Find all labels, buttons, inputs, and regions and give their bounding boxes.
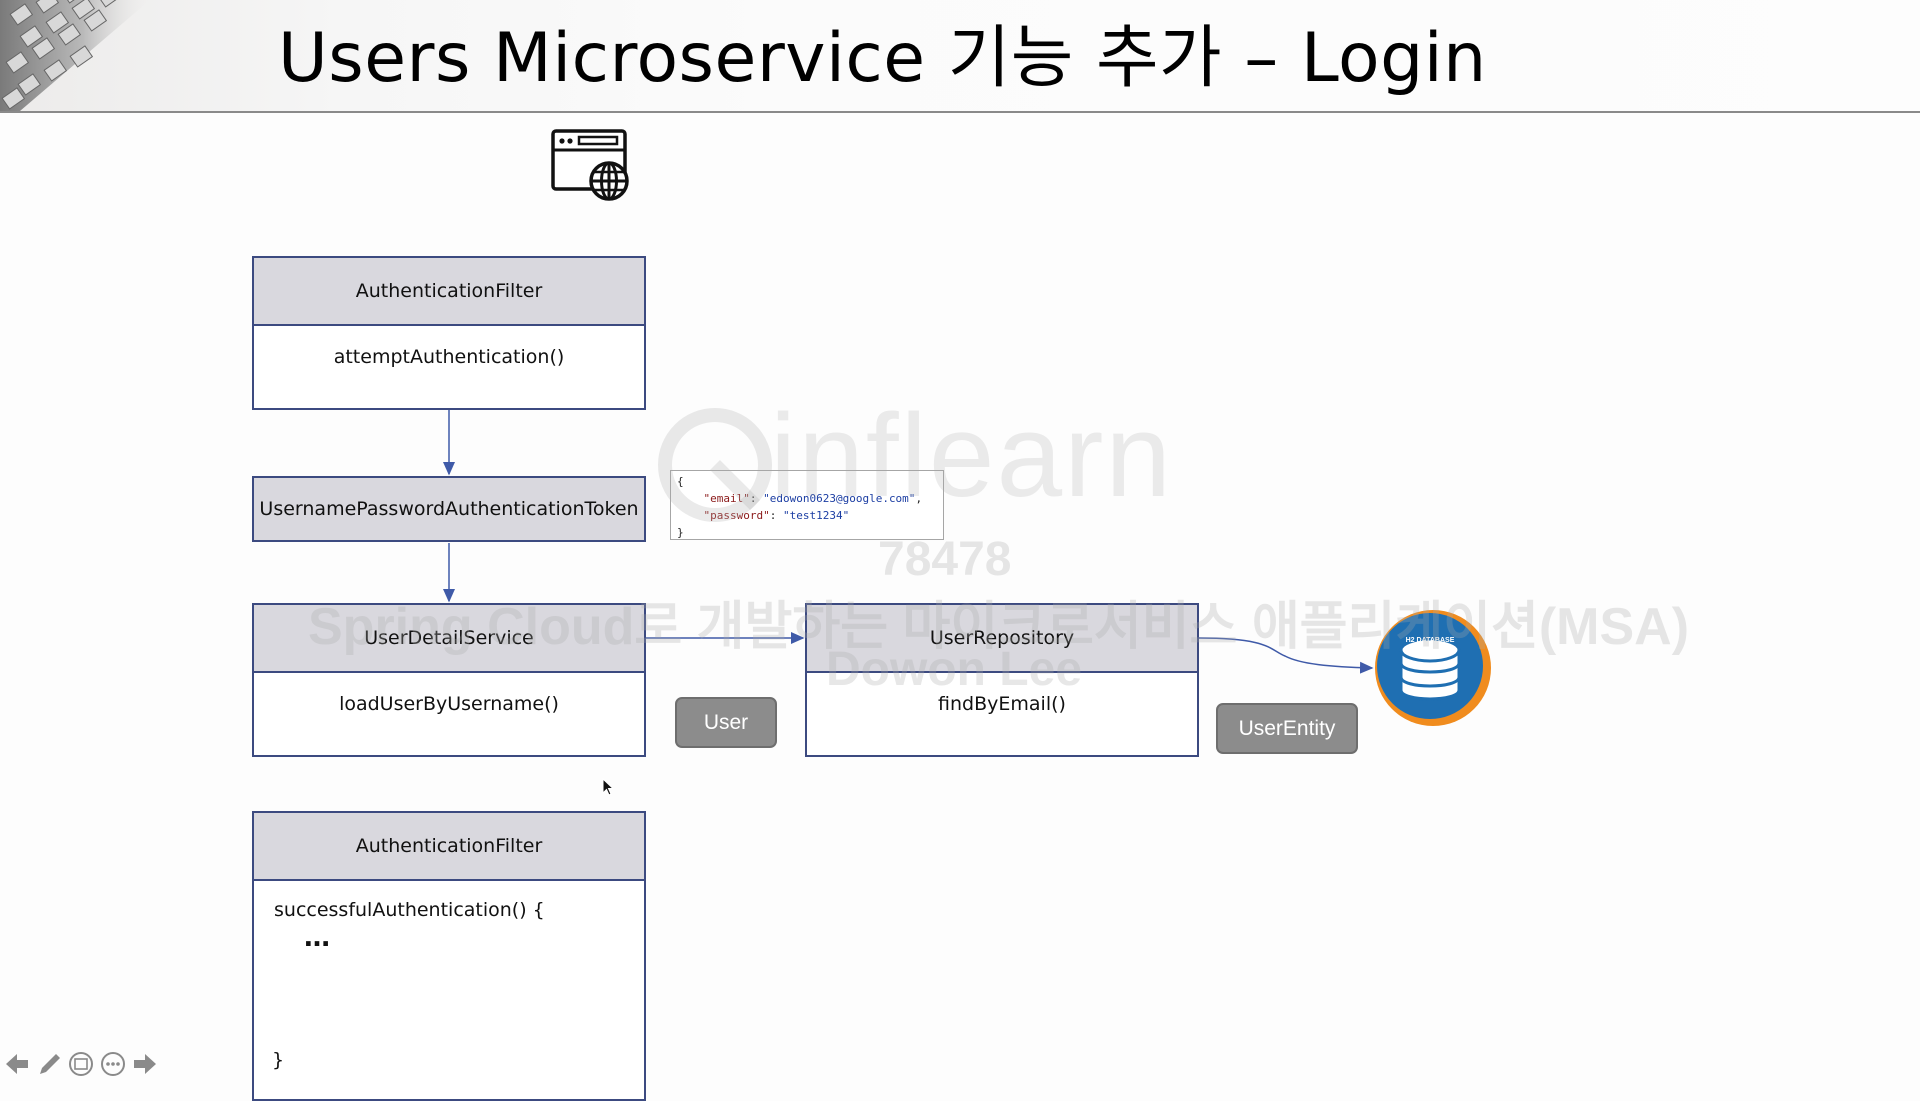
arrow-left-icon[interactable] — [4, 1052, 30, 1076]
mouse-pointer-icon — [602, 778, 614, 796]
class-method-body: successfulAuthentication() { … } — [254, 881, 644, 1101]
user-label: User — [675, 697, 777, 748]
class-method: successfulAuthentication() { — [274, 899, 545, 921]
database-icon: H2 DATABASE — [1375, 610, 1491, 726]
class-box-user-detail-service: UserDetailService loadUserByUsername() — [252, 603, 646, 757]
slide-overview-icon[interactable] — [68, 1051, 94, 1077]
class-name: UserRepository — [807, 605, 1197, 673]
class-name: UserDetailService — [254, 605, 644, 673]
database-label: H2 DATABASE — [1406, 637, 1455, 644]
slide-header: Users Microservice 기능 추가 – Login — [0, 0, 1920, 113]
class-method: loadUserByUsername() — [339, 693, 559, 715]
presentation-controls — [4, 1050, 164, 1078]
class-name: AuthenticationFilter — [254, 258, 644, 326]
json-email-value: "edowon0623@google.com" — [763, 492, 916, 505]
class-method: findByEmail() — [938, 693, 1066, 715]
method-ellipsis: … — [304, 923, 330, 953]
class-box-authentication-filter-bottom: AuthenticationFilter successfulAuthentic… — [252, 811, 646, 1101]
arrow-right-icon[interactable] — [132, 1052, 158, 1076]
pen-icon[interactable] — [36, 1050, 64, 1078]
class-name: AuthenticationFilter — [254, 813, 644, 881]
user-entity-label: UserEntity — [1216, 703, 1358, 754]
json-password-key: "password" — [703, 509, 770, 522]
slide-title: Users Microservice 기능 추가 – Login — [278, 19, 1487, 98]
json-close-brace: } — [677, 526, 684, 539]
class-method: attemptAuthentication() — [333, 346, 565, 368]
laptop-keyboard-image — [0, 0, 150, 111]
method-close-brace: } — [272, 1049, 285, 1071]
json-open-brace: { — [677, 475, 684, 488]
json-password-value: "test1234" — [782, 509, 850, 522]
arrow-repository-to-database — [1198, 637, 1374, 674]
json-email-key: "email" — [703, 492, 750, 505]
class-box-user-repository: UserRepository findByEmail() — [805, 603, 1199, 757]
class-box-token: UsernamePasswordAuthenticationToken — [252, 476, 646, 542]
class-box-authentication-filter-top: AuthenticationFilter attemptAuthenticati… — [252, 256, 646, 410]
json-request-body: { "email": "edowon0623@google.com", "pas… — [670, 470, 944, 540]
browser-globe-icon — [551, 129, 629, 201]
more-options-icon[interactable] — [100, 1051, 126, 1077]
